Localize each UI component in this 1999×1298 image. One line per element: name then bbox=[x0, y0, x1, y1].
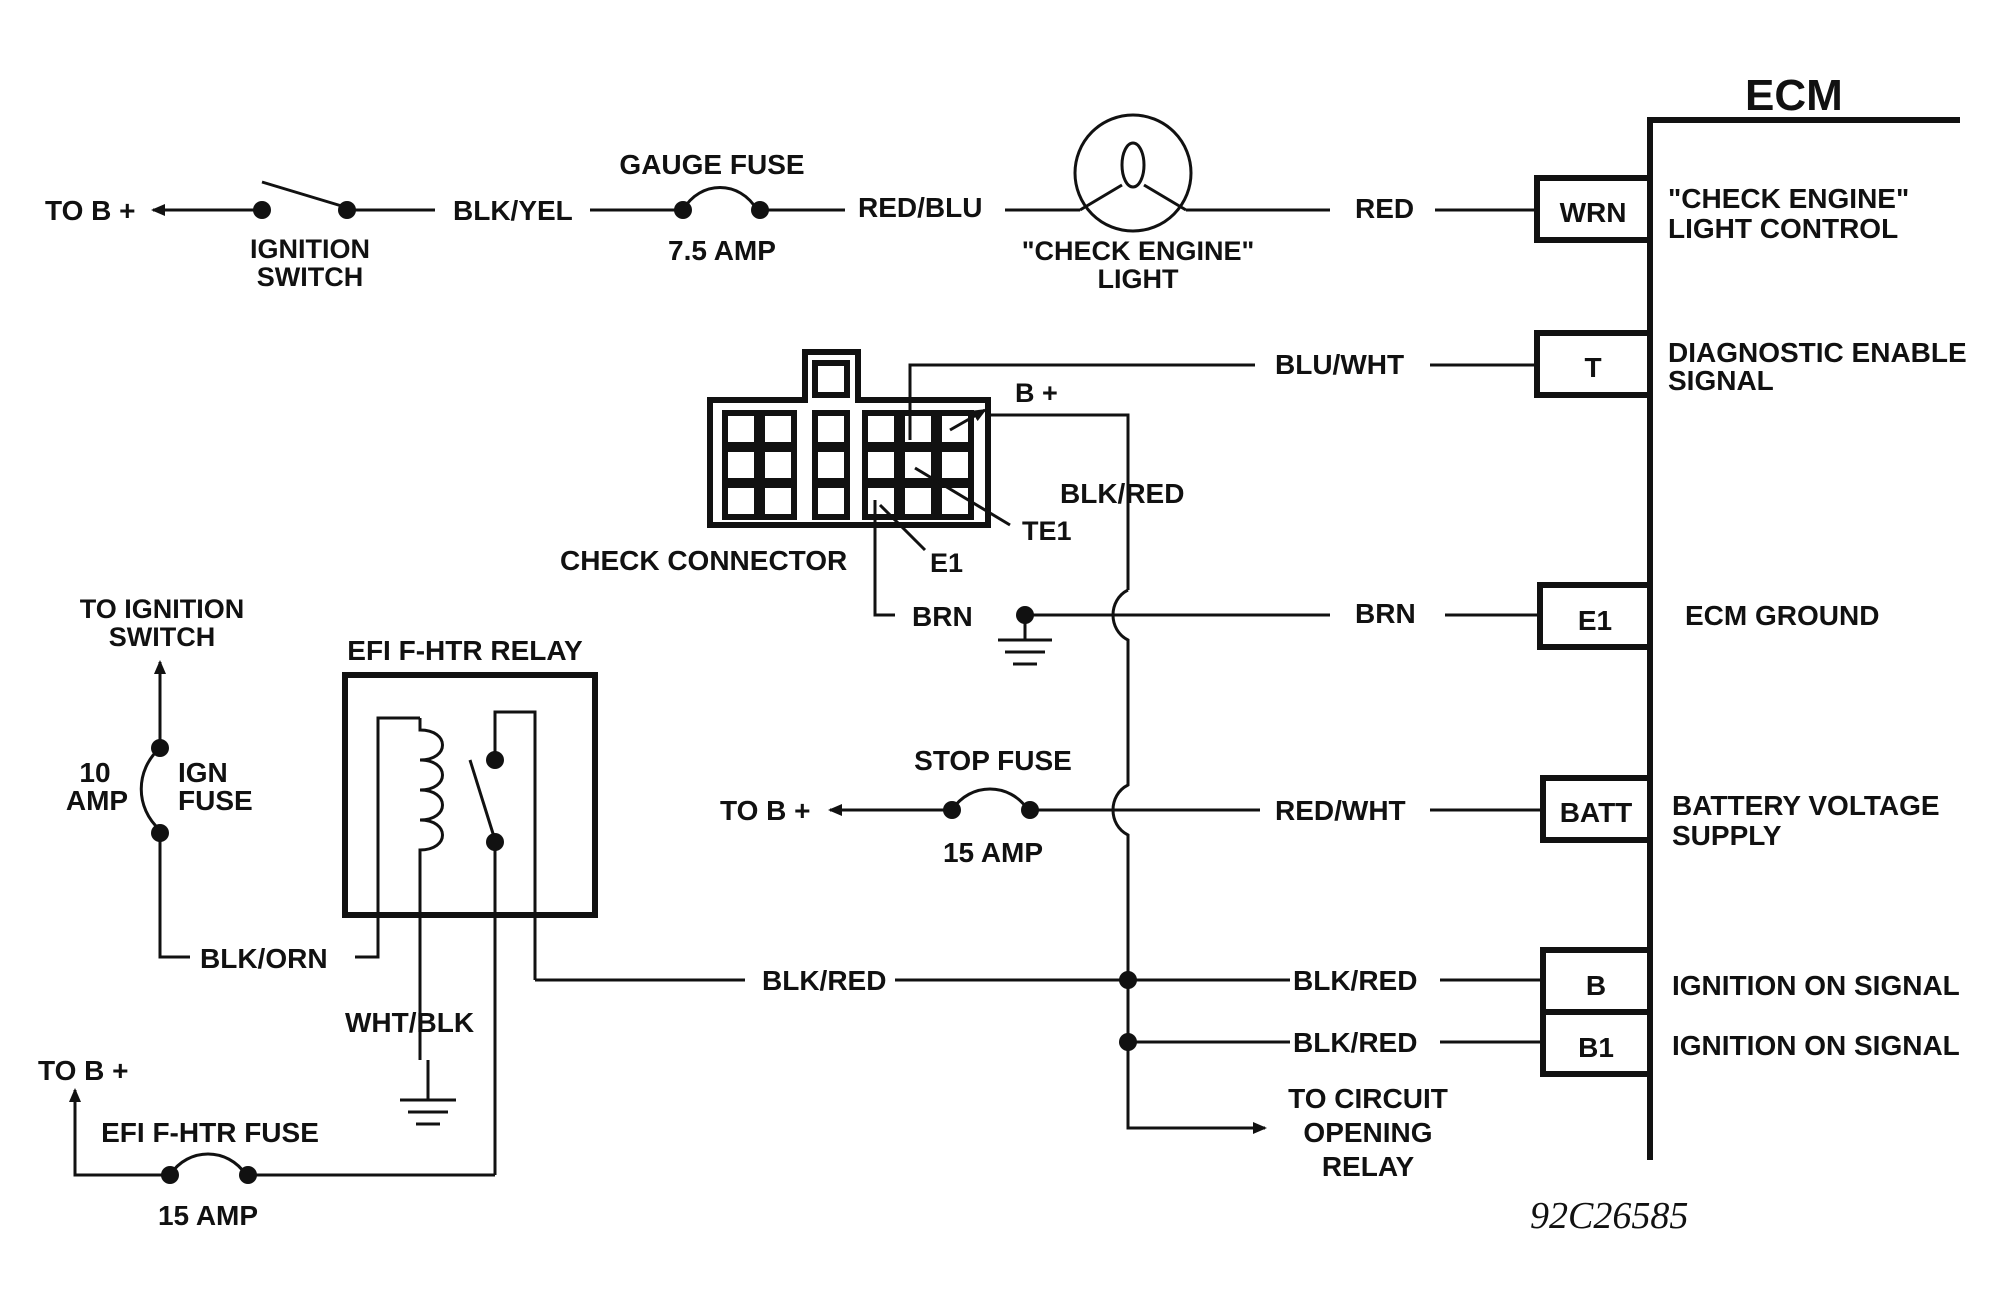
ign-fuse-amp-2: AMP bbox=[66, 785, 128, 816]
check-engine-light-filament bbox=[1120, 141, 1146, 189]
check-engine-light-label-1: "CHECK ENGINE" bbox=[1022, 236, 1255, 266]
e1-pointer bbox=[878, 503, 927, 552]
check-engine-light-base bbox=[1079, 183, 1187, 212]
ecm-pin-batt: BATT bbox=[1540, 775, 1653, 843]
ecm-desc-wrn-1: "CHECK ENGINE" bbox=[1668, 183, 1909, 214]
circuit-opening-line-1: TO CIRCUIT bbox=[1288, 1083, 1448, 1114]
ign-fuse-name-1: IGN bbox=[178, 757, 228, 788]
ecm-pin-batt-label: BATT bbox=[1560, 797, 1633, 828]
ecm-desc-e1-1: ECM GROUND bbox=[1685, 600, 1879, 631]
circuit-opening-line-3: RELAY bbox=[1322, 1151, 1415, 1182]
ground-icon bbox=[998, 615, 1052, 666]
efi-fuse-label: EFI F-HTR FUSE bbox=[101, 1117, 319, 1148]
ignition-switch-label-1: IGNITION bbox=[250, 234, 370, 264]
check-engine-light-label-2: LIGHT bbox=[1098, 264, 1179, 294]
efi-fuse-element bbox=[168, 1152, 248, 1176]
ecm-pin-b-label: B bbox=[1586, 970, 1606, 1001]
ign-fuse-wire-label: BLK/ORN bbox=[200, 943, 328, 974]
check-connector bbox=[707, 349, 991, 528]
ecm-pin-b1-label: B1 bbox=[1578, 1032, 1614, 1063]
blk-red-label: BLK/RED bbox=[1060, 478, 1184, 509]
ignition-switch-label-2: SWITCH bbox=[257, 262, 363, 292]
ecm-desc-t-1: DIAGNOSTIC ENABLE bbox=[1668, 337, 1967, 368]
ignition-switch-blade bbox=[261, 180, 346, 209]
gauge-fuse-label: GAUGE FUSE bbox=[619, 149, 804, 180]
bplus-label: B + bbox=[1015, 378, 1058, 408]
ecm-desc-b1-1: IGNITION ON SIGNAL bbox=[1672, 1030, 1960, 1061]
relay-contact-frame bbox=[493, 710, 537, 980]
connector-brn-label: BRN bbox=[912, 601, 973, 632]
ecm-pin-e1: E1 bbox=[1537, 582, 1653, 650]
gauge-fuse-element bbox=[681, 186, 759, 211]
te1-label: TE1 bbox=[1022, 516, 1072, 546]
t-wire-label: BLU/WHT bbox=[1275, 349, 1404, 380]
ecm-desc-batt-1: BATTERY VOLTAGE bbox=[1672, 790, 1940, 821]
blk-red-bus bbox=[1111, 588, 1267, 1134]
stop-fuse-element bbox=[950, 787, 1030, 811]
ign-fuse-element bbox=[139, 746, 162, 832]
ign-to-ignition-1: TO IGNITION bbox=[80, 594, 245, 624]
relay-coil bbox=[418, 718, 444, 1060]
e1-connector-label: E1 bbox=[930, 548, 963, 578]
connector-brn-wire bbox=[873, 500, 895, 617]
ign-fuse-wire bbox=[158, 833, 190, 959]
gauge-fuse-wire-label: RED/BLU bbox=[858, 192, 982, 223]
bplus-wire bbox=[949, 408, 987, 432]
te1-pointer bbox=[914, 466, 1011, 527]
stop-fuse-to-b-plus: TO B + bbox=[720, 795, 811, 826]
ecm-desc-batt-2: SUPPLY bbox=[1672, 820, 1782, 851]
stop-fuse-label: STOP FUSE bbox=[914, 745, 1072, 776]
ign-fuse-amp-1: 10 bbox=[79, 757, 110, 788]
stop-fuse-amp: 15 AMP bbox=[943, 837, 1043, 868]
ecm-desc-wrn-2: LIGHT CONTROL bbox=[1668, 213, 1898, 244]
blk-orn-to-relay bbox=[355, 718, 380, 959]
ign-fuse-name-2: FUSE bbox=[178, 785, 253, 816]
ecm-bus bbox=[1647, 117, 1960, 1160]
relay-out-wire-label: BLK/RED bbox=[762, 965, 886, 996]
relay-contact-a bbox=[486, 751, 504, 769]
ecm-pin-wrn-label: WRN bbox=[1560, 197, 1627, 228]
ecm-desc-b-1: IGNITION ON SIGNAL bbox=[1672, 970, 1960, 1001]
ecm-pin-b: B bbox=[1540, 947, 1653, 1015]
figure-id: 92C26585 bbox=[1530, 1195, 1688, 1237]
b-junction bbox=[1119, 971, 1137, 989]
relay-switch-blade bbox=[468, 759, 497, 841]
stop-fuse-wire-label: RED/WHT bbox=[1275, 795, 1406, 826]
ign-to-ignition-2: SWITCH bbox=[109, 622, 215, 652]
ecm-desc-t-2: SIGNAL bbox=[1668, 365, 1774, 396]
efi-fuse-amp: 15 AMP bbox=[158, 1200, 258, 1231]
relay-box bbox=[342, 672, 598, 918]
circuit-opening-line-2: OPENING bbox=[1303, 1117, 1432, 1148]
ignition-wire-label: BLK/YEL bbox=[453, 195, 573, 226]
efi-to-b-plus: TO B + bbox=[38, 1055, 129, 1086]
relay-label: EFI F-HTR RELAY bbox=[347, 635, 583, 666]
gauge-fuse-amp: 7.5 AMP bbox=[668, 235, 776, 266]
relay-ground-icon bbox=[400, 1060, 456, 1126]
b-wire-label: BLK/RED bbox=[1293, 965, 1417, 996]
efi-fuse-arrow bbox=[69, 1088, 170, 1177]
ignition-to-b-plus: TO B + bbox=[45, 195, 136, 226]
ecm-pin-t-label: T bbox=[1584, 352, 1601, 383]
ecm-pin-t: T bbox=[1534, 330, 1653, 398]
ecm-pin-wrn: WRN bbox=[1534, 175, 1653, 243]
ground-wire-label: BRN bbox=[1355, 598, 1416, 629]
ecm-title: ECM bbox=[1745, 71, 1843, 120]
relay-ground-wire-label: WHT/BLK bbox=[345, 1007, 474, 1038]
t-wire bbox=[908, 363, 1255, 440]
blk-red-vertical bbox=[985, 413, 1130, 590]
check-connector-label: CHECK CONNECTOR bbox=[560, 545, 847, 576]
b1-wire-label: BLK/RED bbox=[1293, 1027, 1417, 1058]
ecm-pin-e1-label: E1 bbox=[1578, 605, 1612, 636]
ecm-pin-b1: B1 bbox=[1540, 1009, 1653, 1077]
light-wire-label: RED bbox=[1355, 193, 1414, 224]
ignition-switch-contact-a bbox=[253, 201, 271, 219]
relay-coil-frame bbox=[376, 716, 420, 955]
check-engine-light-icon bbox=[1073, 113, 1193, 233]
